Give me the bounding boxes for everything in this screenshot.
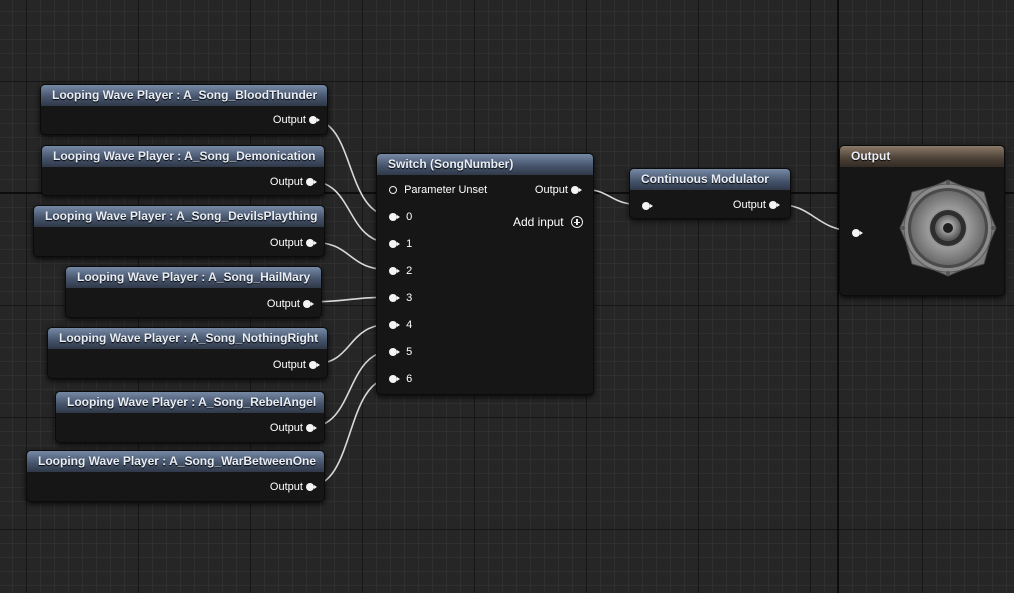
exec-pin-icon[interactable]: [306, 483, 317, 491]
wave-player-node-warbetweenone[interactable]: Looping Wave Player : A_Song_WarBetweenO…: [26, 450, 325, 502]
output-label: Output: [732, 199, 766, 211]
input-pin-row-3[interactable]: 3: [389, 291, 412, 305]
add-circle-icon[interactable]: [571, 216, 583, 228]
node-title: Looping Wave Player : A_Song_HailMary: [66, 267, 321, 288]
output-pin-row[interactable]: Output: [272, 358, 320, 372]
node-title: Output: [840, 146, 1004, 167]
exec-pin-icon[interactable]: [389, 321, 400, 329]
parameter-label: Parameter Unset: [404, 184, 488, 196]
exec-pin-icon[interactable]: [642, 202, 653, 210]
exec-pin-icon[interactable]: [306, 424, 317, 432]
output-label: Output: [272, 359, 306, 371]
output-label: Output: [534, 184, 568, 196]
output-pin-row[interactable]: Output: [269, 421, 317, 435]
node-title: Continuous Modulator: [630, 169, 790, 190]
input-label: 5: [406, 346, 413, 358]
input-label: 6: [406, 373, 413, 385]
input-pin-row[interactable]: [852, 226, 863, 240]
exec-pin-icon[interactable]: [389, 348, 400, 356]
exec-pin-icon[interactable]: [306, 178, 317, 186]
exec-pin-icon[interactable]: [309, 361, 320, 369]
exec-pin-icon[interactable]: [389, 267, 400, 275]
node-title: Switch (SongNumber): [377, 154, 593, 175]
wave-player-node-nothingright[interactable]: Looping Wave Player : A_Song_NothingRigh…: [47, 327, 328, 379]
output-label: Output: [269, 176, 303, 188]
output-node[interactable]: Output: [839, 145, 1005, 296]
output-pin-row[interactable]: Output: [269, 236, 317, 250]
input-label: 3: [406, 292, 413, 304]
node-title: Looping Wave Player : A_Song_DevilsPlayt…: [34, 206, 324, 227]
exec-pin-icon[interactable]: [852, 229, 863, 237]
output-label: Output: [269, 237, 303, 249]
parameter-pin-row[interactable]: Parameter Unset: [389, 183, 487, 197]
graph-axis-vertical: [837, 0, 839, 593]
output-pin-row[interactable]: Output: [732, 198, 780, 212]
exec-pin-icon[interactable]: [306, 239, 317, 247]
node-title: Looping Wave Player : A_Song_BloodThunde…: [41, 85, 327, 106]
add-input-button[interactable]: Add input: [513, 215, 583, 229]
output-label: Output: [272, 114, 306, 126]
output-label: Output: [269, 481, 303, 493]
continuous-modulator-node[interactable]: Continuous Modulator Output: [629, 168, 791, 219]
output-pin-row[interactable]: Output: [269, 480, 317, 494]
output-pin-row[interactable]: Output: [266, 297, 314, 311]
node-title: Looping Wave Player : A_Song_RebelAngel: [56, 392, 324, 413]
node-title: Looping Wave Player : A_Song_NothingRigh…: [48, 328, 327, 349]
input-pin-row-1[interactable]: 1: [389, 237, 412, 251]
input-label: 0: [406, 211, 413, 223]
exec-pin-icon[interactable]: [769, 201, 780, 209]
input-pin-row-0[interactable]: 0: [389, 210, 412, 224]
input-label: 4: [406, 319, 413, 331]
exec-pin-icon[interactable]: [389, 294, 400, 302]
input-label: 2: [406, 265, 413, 277]
switch-node[interactable]: Switch (SongNumber) Parameter Unset Outp…: [376, 153, 594, 395]
input-pin-row-2[interactable]: 2: [389, 264, 412, 278]
exec-pin-icon[interactable]: [571, 186, 582, 194]
wave-player-node-rebelangel[interactable]: Looping Wave Player : A_Song_RebelAngel …: [55, 391, 325, 443]
output-pin-row[interactable]: Output: [272, 113, 320, 127]
input-label: 1: [406, 238, 413, 250]
input-pin-row-5[interactable]: 5: [389, 345, 412, 359]
exec-pin-icon[interactable]: [389, 375, 400, 383]
wave-player-node-devilsplaything[interactable]: Looping Wave Player : A_Song_DevilsPlayt…: [33, 205, 325, 257]
exec-pin-icon[interactable]: [303, 300, 314, 308]
input-pin-row-6[interactable]: 6: [389, 372, 412, 386]
add-input-label: Add input: [512, 215, 564, 229]
wave-player-node-hailmary[interactable]: Looping Wave Player : A_Song_HailMary Ou…: [65, 266, 322, 318]
speaker-icon: [899, 179, 997, 277]
exec-pin-icon[interactable]: [309, 116, 320, 124]
output-pin-row[interactable]: Output: [269, 175, 317, 189]
node-title: Looping Wave Player : A_Song_Demonicatio…: [42, 146, 324, 167]
parameter-pin-icon[interactable]: [389, 186, 397, 194]
node-title: Looping Wave Player : A_Song_WarBetweenO…: [27, 451, 324, 472]
wave-player-node-bloodthunder[interactable]: Looping Wave Player : A_Song_BloodThunde…: [40, 84, 328, 135]
output-label: Output: [266, 298, 300, 310]
exec-pin-icon[interactable]: [389, 240, 400, 248]
output-pin-row[interactable]: Output: [534, 183, 582, 197]
input-pin-row-4[interactable]: 4: [389, 318, 412, 332]
exec-pin-icon[interactable]: [389, 213, 400, 221]
wave-player-node-demonication[interactable]: Looping Wave Player : A_Song_Demonicatio…: [41, 145, 325, 196]
output-label: Output: [269, 422, 303, 434]
input-pin-row[interactable]: [642, 199, 653, 213]
